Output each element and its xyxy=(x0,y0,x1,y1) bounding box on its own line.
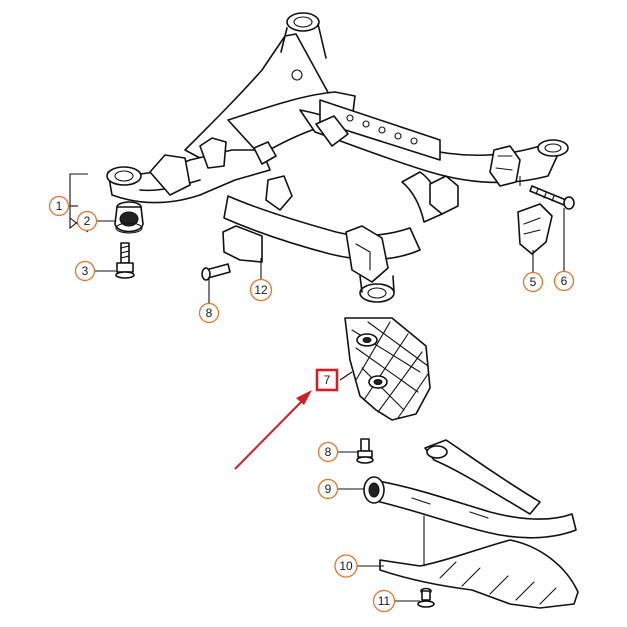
underbody-cover xyxy=(379,515,579,609)
selection-arrow xyxy=(234,390,312,470)
callout-3-label: 3 xyxy=(82,264,89,278)
callout-8-lower-label: 8 xyxy=(325,445,332,459)
callout-6-label: 6 xyxy=(561,274,568,288)
callout-2-label: 2 xyxy=(84,214,91,228)
callout-7-selected[interactable]: 7 xyxy=(315,368,339,392)
control-arm xyxy=(363,439,577,539)
callout-11[interactable]: 11 xyxy=(372,589,396,613)
callout-1-label: 1 xyxy=(56,199,63,213)
push-clip-upper xyxy=(201,263,231,281)
callout-2[interactable]: 2 xyxy=(76,210,98,232)
callout-7-label: 7 xyxy=(324,373,331,387)
callout-1[interactable]: 1 xyxy=(48,195,70,217)
callout-6[interactable]: 6 xyxy=(553,270,575,292)
callout-9[interactable]: 9 xyxy=(317,478,339,500)
callout-12-label: 12 xyxy=(254,283,268,297)
callout-8-lower[interactable]: 8 xyxy=(317,441,339,463)
callout-10[interactable]: 10 xyxy=(334,554,358,578)
callout-8-upper-label: 8 xyxy=(206,306,213,320)
strut-holes xyxy=(346,114,418,145)
bracket-plate xyxy=(222,225,263,263)
bolt-lower xyxy=(356,438,374,464)
callout-5-label: 5 xyxy=(530,275,537,289)
callout-11-label: 11 xyxy=(378,594,391,608)
callout-12[interactable]: 12 xyxy=(249,278,273,302)
lower-shield-part-7 xyxy=(344,317,431,421)
bolt-part-11 xyxy=(417,587,435,608)
callout-3[interactable]: 3 xyxy=(74,260,96,282)
side-bolt xyxy=(529,185,575,210)
callout-8-upper[interactable]: 8 xyxy=(198,302,220,324)
mount-bolt xyxy=(115,242,135,279)
callout-10-label: 10 xyxy=(339,559,353,573)
side-bracket xyxy=(517,203,553,255)
callout-9-label: 9 xyxy=(325,482,332,496)
subframe xyxy=(106,12,569,303)
mount-bushing xyxy=(114,201,144,234)
callout-5[interactable]: 5 xyxy=(522,271,544,293)
